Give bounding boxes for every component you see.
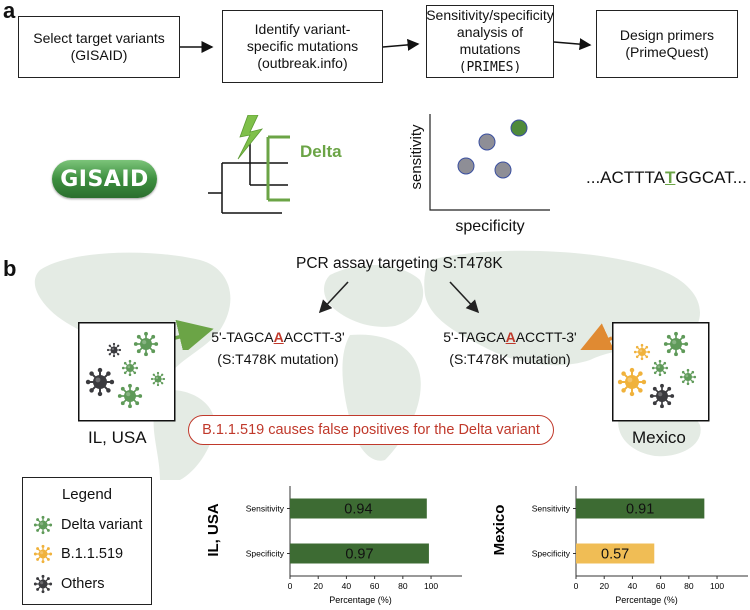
left-primer-sequence: 5'-TAGCAAACCTT-3' (S:T478K mutation) [211,329,345,367]
delta-virus-icon [663,331,689,357]
step-identify-mutations: Identify variant-specific mutations(outb… [222,10,383,83]
gisaid-logo: GISAID [52,160,157,198]
delta-virus-icon [133,331,159,357]
false-positive-warning: B.1.1.519 causes false positives for the… [188,415,554,445]
tick-label: 80 [684,581,694,591]
legend-title: Legend [61,486,113,503]
bar [576,543,655,564]
legend-item-others: Others [33,574,105,594]
legend: Legend Delta variant B.1.1.519 Others [22,477,152,605]
panel-a-label: a [3,0,16,23]
delta-virus-icon [679,368,697,386]
scatter-ylabel: sensitivity [408,124,425,190]
mexico-sample-box [612,322,710,422]
primer-sequence: ...ACTTTATGGCAT... [586,168,747,187]
tick-label: 40 [342,581,352,591]
legend-item-b11519: B.1.1.519 [33,544,123,564]
delta-virus-icon [651,359,669,377]
lightning-icon [237,115,264,160]
panel-b-label: b [3,256,17,281]
tick-label: 40 [628,581,638,591]
delta-virus-icon [121,359,139,377]
value-label: 0.57 [601,547,629,563]
value-label: 0.97 [345,547,373,563]
category-label: Specificity [532,549,571,559]
delta-virus-icon [33,515,53,535]
right-primer-sequence: 5'-TAGCAAACCTT-3' (S:T478K mutation) [443,329,577,367]
step-arrows [180,38,592,53]
bar [290,543,429,564]
b11519-virus-icon [33,544,53,564]
b11519-virus-icon [33,544,53,564]
bar [290,498,427,519]
tick-label: 0 [288,581,293,591]
chart-title: Mexico [491,505,508,556]
b11519-virus-icon [633,343,651,361]
mexico-label: Mexico [632,428,686,447]
phylo-tree-icon [208,115,290,214]
others-virus-icon [33,574,53,594]
assay-title: PCR assay targeting S:T478K [296,255,503,272]
il-usa-label: IL, USA [88,428,147,447]
other-virus-icon [85,367,115,397]
arrow-3 [553,38,592,51]
other-virus-icon [106,342,122,358]
x-axis-label: Percentage (%) [615,595,678,605]
step-select-variants: Select target variants(GISAID) [18,16,180,78]
category-label: Specificity [246,549,285,559]
tick-label: 0 [574,581,579,591]
delta-virus-icon [33,515,53,535]
scatter-xlabel: specificity [455,218,525,235]
tick-label: 60 [370,581,380,591]
delta-virus-icon [150,371,166,387]
chart-title: IL, USA [205,503,222,557]
il-usa-sample-box [78,322,176,422]
bar [576,498,705,519]
tick-label: 100 [424,581,438,591]
value-label: 0.91 [626,502,654,518]
tick-label: 60 [656,581,666,591]
b11519-virus-icon [617,367,647,397]
other-virus-icon [649,383,675,409]
tick-label: 80 [398,581,408,591]
delta-label: Delta [300,142,342,161]
sens-spec-scatter-icon [429,114,550,211]
category-label: Sensitivity [532,504,571,514]
value-label: 0.94 [344,502,372,518]
others-virus-icon [33,574,53,594]
tick-label: 20 [313,581,323,591]
category-label: Sensitivity [246,504,285,514]
tick-label: 20 [599,581,609,591]
x-axis-label: Percentage (%) [329,595,392,605]
step-design-primers: Design primers(PrimeQuest) [596,10,738,78]
legend-item-delta: Delta variant [33,515,142,535]
arrow-2 [382,38,420,51]
delta-virus-icon [117,383,143,409]
tick-label: 100 [710,581,724,591]
